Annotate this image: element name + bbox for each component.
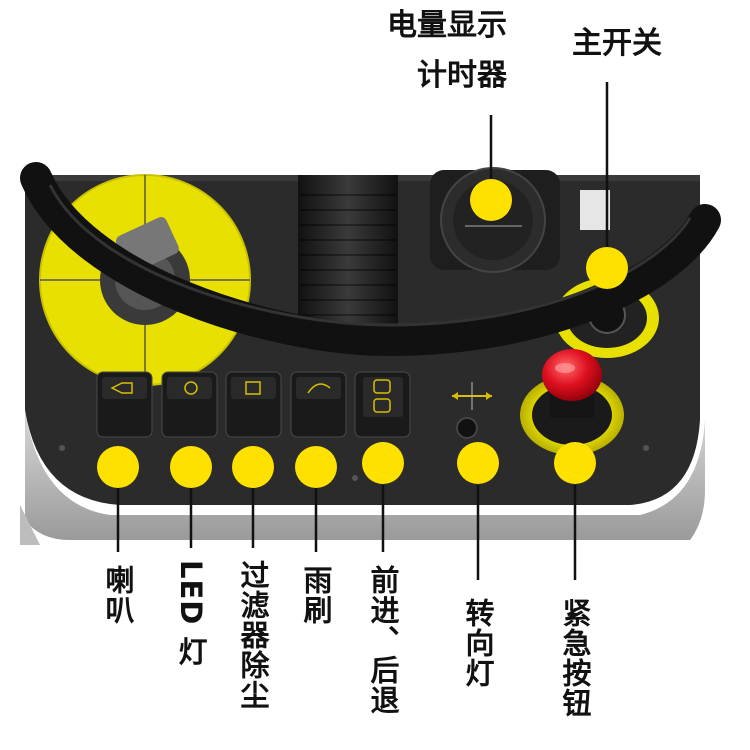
rocker-switch-horn — [96, 371, 153, 438]
steering-column — [298, 175, 398, 340]
rocker-switch-filter — [225, 371, 282, 438]
marker-turn-signal — [457, 442, 499, 484]
label-main-switch: 主开关 — [572, 26, 662, 61]
turn-signal-switch — [452, 382, 492, 439]
panel-screw — [352, 475, 358, 481]
label-battery-display-line2: 计时器 — [417, 58, 507, 93]
emergency-stop — [520, 349, 624, 455]
qr-sticker — [580, 190, 610, 230]
marker-horn — [97, 446, 139, 488]
panel-screw — [59, 445, 65, 451]
label-turn-signal: 转向灯 — [461, 598, 495, 688]
callout-markers — [97, 179, 628, 488]
label-battery-display: 电量显示 计时器 — [345, 8, 507, 94]
rocker-switch-led — [161, 371, 218, 438]
label-horn: 喇叭 — [101, 565, 135, 625]
leader-lines — [116, 82, 609, 580]
rocker-switch-wiper — [290, 371, 347, 438]
label-emergency-button: 紧急按钮 — [558, 598, 592, 718]
marker-forward-reverse — [362, 442, 404, 484]
steering-wheel — [20, 162, 721, 357]
label-battery-display-line1: 电量显示 — [387, 8, 507, 43]
column-ridges — [300, 194, 396, 316]
marker-wiper — [295, 446, 337, 488]
marker-emergency-button — [554, 442, 596, 484]
machine-housing — [20, 410, 705, 545]
label-wiper: 雨刷 — [299, 565, 333, 625]
marker-main-switch — [586, 247, 628, 289]
label-forward-reverse: 前进、后退 — [366, 565, 400, 715]
label-led-light: LED 灯 — [174, 560, 208, 667]
rocker-switch-forward-reverse — [354, 371, 411, 438]
marker-led-light — [170, 446, 212, 488]
marker-filter-dust — [232, 446, 274, 488]
label-filter-dust: 过滤器除尘 — [236, 560, 270, 710]
marker-battery-display — [470, 179, 512, 221]
steering-wheel-highlight — [48, 184, 692, 327]
panel-screw — [643, 445, 649, 451]
